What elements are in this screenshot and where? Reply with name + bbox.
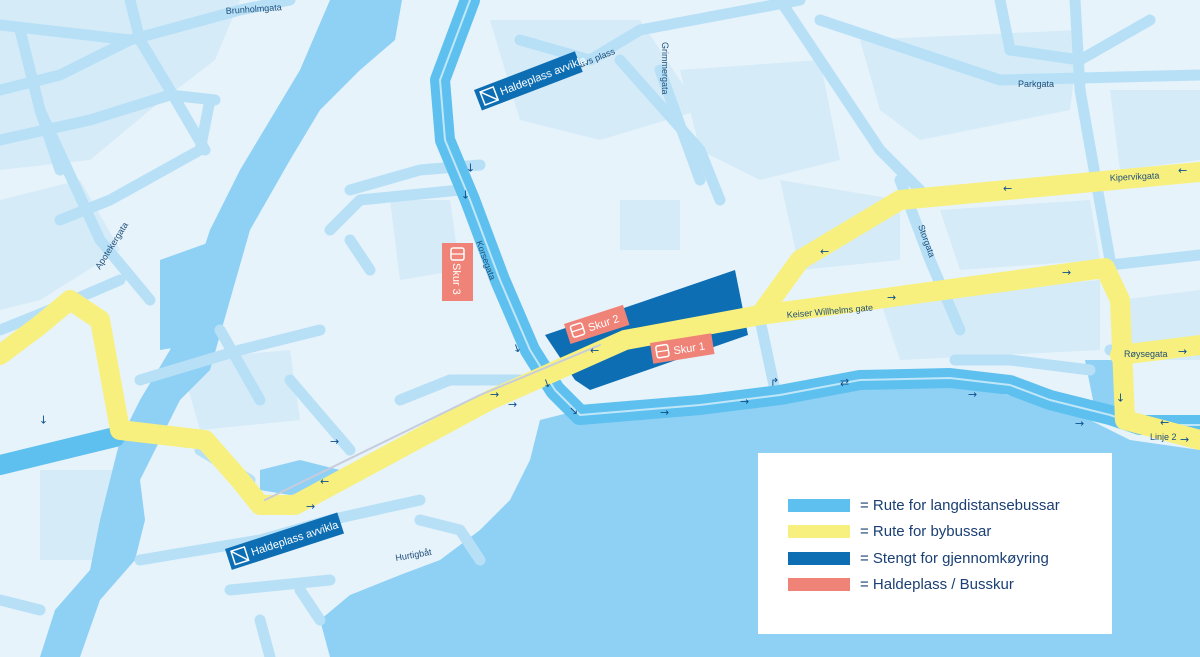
- direction-arrow-icon: →: [1114, 393, 1127, 402]
- map-legend: = Rute for langdistansebussar = Rute for…: [758, 453, 1112, 634]
- bus-shelter-tag: [442, 243, 473, 301]
- direction-arrow-icon: →: [464, 163, 477, 172]
- direction-arrow-icon: →: [968, 388, 977, 401]
- bus-stop-icon: [450, 247, 465, 261]
- direction-arrow-icon: ↱: [770, 376, 779, 389]
- bus-shelter-skur1[interactable]: Skur 1: [650, 333, 715, 364]
- direction-arrow-icon: →: [459, 190, 472, 199]
- cancelled-stop-tag: [474, 51, 583, 111]
- legend-item-closed: = Stengt for gjennomkøyring: [788, 546, 1049, 570]
- legend-label: = Stengt for gjennomkøyring: [860, 549, 1049, 567]
- direction-arrow-icon: →: [37, 415, 50, 424]
- direction-arrow-icon: →: [330, 435, 339, 448]
- direction-arrow-icon: →: [539, 377, 554, 390]
- bus-shelter-tag: [564, 304, 630, 344]
- street-label-brunholmgata: Brunholmgata: [225, 2, 282, 16]
- legend-item-city-route: = Rute for bybussar: [788, 519, 991, 543]
- cancelled-stop-icon: [230, 545, 250, 566]
- legend-swatch: [788, 498, 850, 512]
- street-label-kipervikgata: Kipervikgata: [1110, 170, 1160, 183]
- bus-shelter-skur3[interactable]: Skur 3: [442, 243, 473, 301]
- bus-shelter-label: Skur 1: [673, 341, 706, 358]
- direction-arrow-icon: →: [740, 395, 749, 408]
- direction-arrow-icon: ←: [820, 245, 829, 258]
- bus-shelter-skur2[interactable]: Skur 2: [564, 304, 630, 344]
- direction-arrow-icon: →: [1178, 345, 1187, 358]
- direction-arrow-icon: ←: [1003, 182, 1012, 195]
- direction-arrow-icon: ⇄: [840, 376, 849, 389]
- legend-item-long-distance: = Rute for langdistansebussar: [788, 493, 1060, 517]
- direction-arrow-icon: ←: [1160, 416, 1169, 429]
- direction-arrow-icon: ←: [590, 344, 599, 357]
- legend-swatch: [788, 551, 850, 565]
- street-label-parkgata: Parkgata: [1018, 79, 1054, 89]
- street-label-grimmergata: Grimmergata: [660, 42, 670, 95]
- legend-item-stop: = Haldeplass / Busskur: [788, 572, 1014, 596]
- long-distance-route: [0, 0, 1200, 475]
- legend-label: = Rute for langdistansebussar: [860, 496, 1060, 514]
- cancelled-stop-icon: [479, 85, 500, 106]
- direction-arrow-icon: →: [306, 500, 315, 513]
- street-label-roysegata: Røysegata: [1124, 349, 1168, 359]
- direction-arrow-icon: →: [1075, 417, 1084, 430]
- bus-shelter-label: Skur 3: [450, 263, 462, 295]
- direction-arrow-icon: →: [490, 388, 499, 401]
- direction-arrow-icon: →: [660, 406, 669, 419]
- direction-arrow-icon: →: [508, 398, 517, 411]
- direction-arrow-icon: →: [1180, 433, 1189, 446]
- direction-arrows: → → → → → → → ⇄ → → ← ↱ ← → → ← → ← ← ← …: [37, 163, 1189, 513]
- legend-label: = Haldeplass / Busskur: [860, 575, 1014, 593]
- street-label-linje2: Linje 2: [1150, 432, 1177, 442]
- bus-stop-icon: [569, 322, 586, 338]
- direction-arrow-icon: ←: [1178, 164, 1187, 177]
- legend-label: = Rute for bybussar: [860, 522, 992, 540]
- direction-arrow-icon: →: [509, 342, 524, 355]
- legend-swatch: [788, 577, 850, 591]
- direction-arrow-icon: →: [1062, 266, 1071, 279]
- direction-arrow-icon: →: [887, 291, 896, 304]
- legend-swatch: [788, 524, 850, 538]
- cancelled-stop-tag: [225, 512, 345, 570]
- city-route: [0, 162, 1200, 515]
- direction-arrow-icon: ←: [320, 475, 329, 488]
- bus-stop-icon: [655, 343, 670, 359]
